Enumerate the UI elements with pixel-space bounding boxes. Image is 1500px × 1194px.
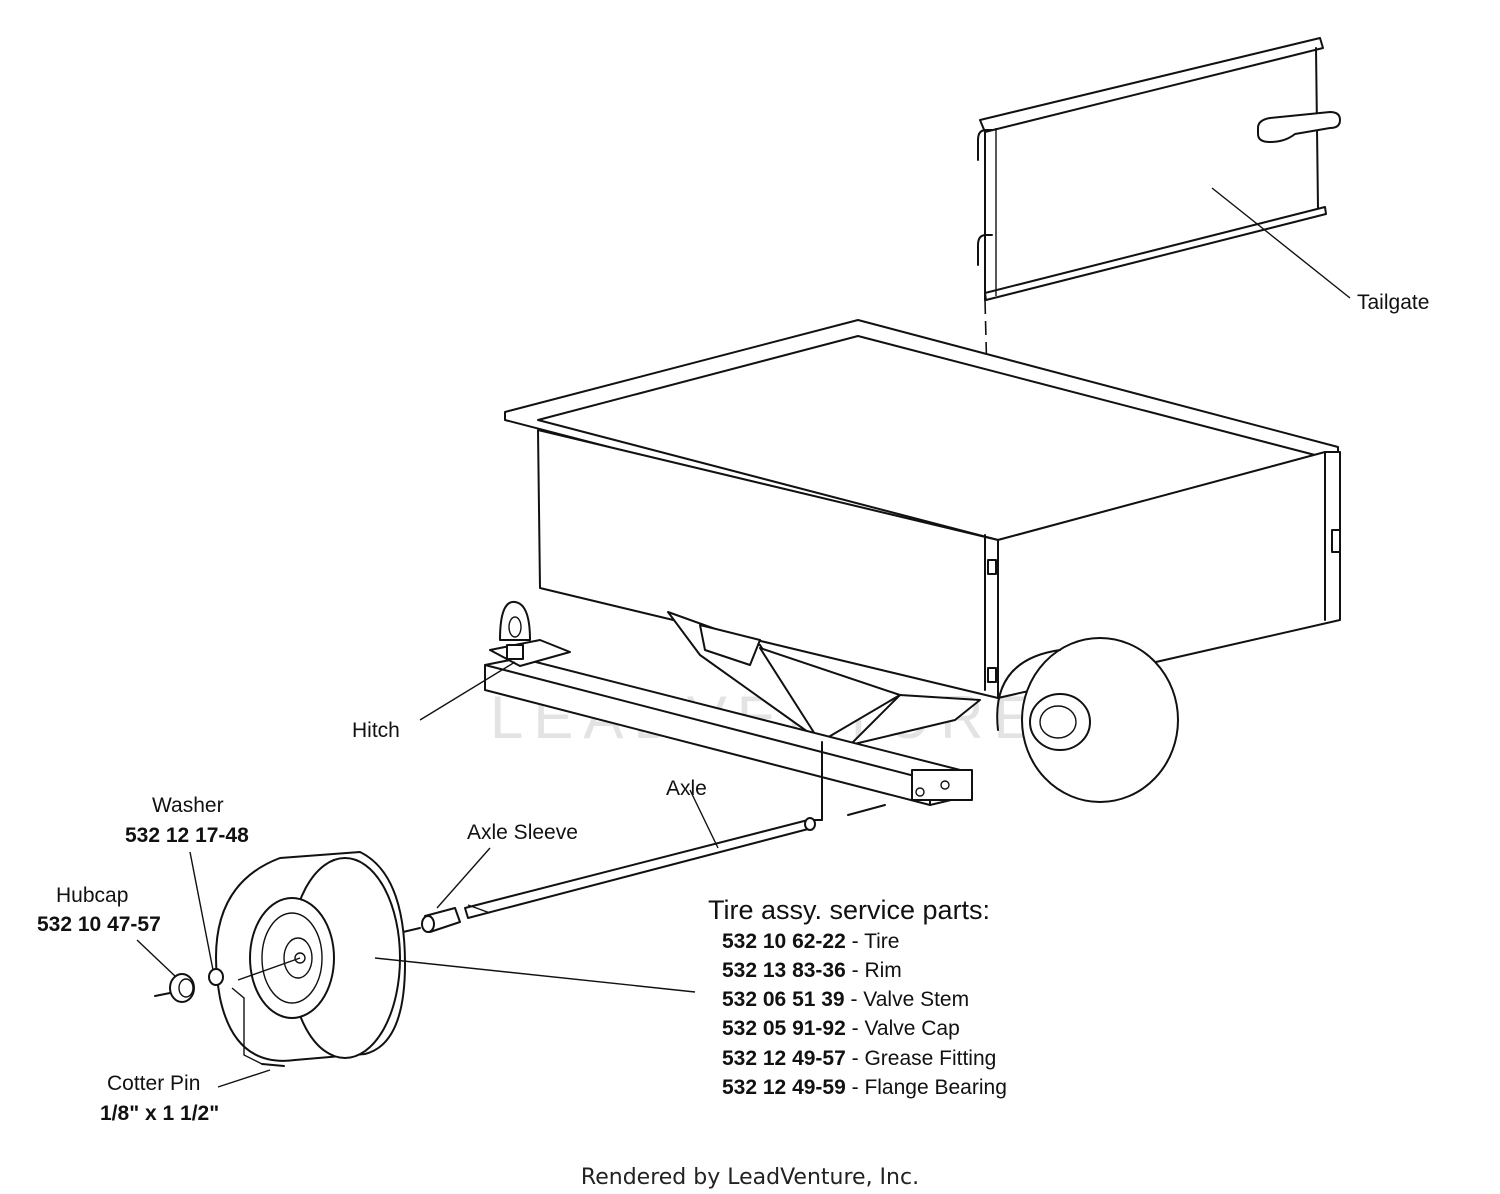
axle-label: Axle	[666, 777, 707, 800]
cotter-pin-size: 1/8" x 1 1/2"	[100, 1102, 219, 1125]
washer-part	[189, 851, 224, 986]
service-part-number: 532 12 49-57	[722, 1047, 846, 1070]
service-part-desc: - Rim	[846, 959, 902, 982]
tailgate-label: Tailgate	[1357, 291, 1429, 314]
tailgate-part	[977, 37, 1351, 301]
service-part-row: 532 13 83-36 - Rim	[722, 959, 902, 982]
hubcap-part-number: 532 10 47-57	[37, 913, 161, 936]
service-part-desc: - Valve Cap	[846, 1017, 960, 1040]
service-part-number: 532 05 91-92	[722, 1017, 846, 1040]
axle-sleeve-label: Axle Sleeve	[467, 821, 578, 844]
service-parts-title: Tire assy. service parts:	[708, 895, 990, 925]
service-part-number: 532 12 49-59	[722, 1076, 846, 1099]
axle-sleeve-part	[402, 847, 491, 933]
cotter-pin-label: Cotter Pin	[107, 1072, 200, 1095]
hubcap-part	[136, 939, 195, 1003]
service-part-row: 532 12 49-59 - Flange Bearing	[722, 1076, 1007, 1099]
hubcap-label: Hubcap	[56, 884, 128, 907]
hitch-label: Hitch	[352, 719, 400, 742]
service-part-number: 532 10 62-22	[722, 930, 846, 953]
axle-part	[464, 789, 816, 919]
service-part-desc: - Grease Fitting	[846, 1047, 997, 1070]
frame-hitch-part	[419, 600, 973, 821]
rear-wheel-part	[996, 637, 1179, 803]
service-part-desc: - Valve Stem	[845, 988, 969, 1011]
service-part-row: 532 12 49-57 - Grease Fitting	[722, 1047, 996, 1070]
footer-credit: Rendered by LeadVenture, Inc.	[581, 1165, 919, 1190]
washer-label: Washer	[152, 794, 224, 817]
cotter-pin-part	[217, 987, 285, 1088]
service-part-row: 532 05 91-92 - Valve Cap	[722, 1017, 960, 1040]
service-part-desc: - Tire	[846, 930, 900, 953]
front-wheel-part	[215, 851, 696, 1062]
service-part-number: 532 06 51 39	[722, 988, 845, 1011]
washer-part-number: 532 12 17-48	[125, 824, 249, 847]
service-part-row: 532 06 51 39 - Valve Stem	[722, 988, 969, 1011]
service-part-number: 532 13 83-36	[722, 959, 846, 982]
service-part-desc: - Flange Bearing	[846, 1076, 1007, 1099]
service-parts-list: Tire assy. service parts: 532 10 62-22 -…	[708, 895, 1007, 1099]
service-part-row: 532 10 62-22 - Tire	[722, 930, 899, 953]
cart-body-part	[504, 319, 1341, 746]
